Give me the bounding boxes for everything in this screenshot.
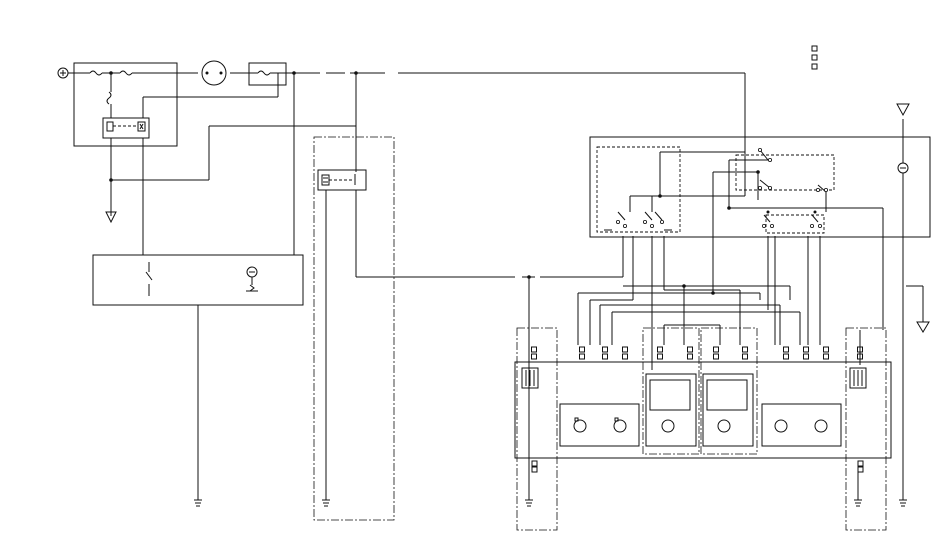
- connector-pin: [531, 353, 537, 360]
- connector-pin: [823, 346, 829, 353]
- connector-pin: [713, 353, 719, 360]
- connector-pin: [742, 353, 748, 360]
- connector-pin: [783, 353, 789, 360]
- connector-pin: [713, 346, 719, 353]
- connector-pin: [823, 353, 829, 360]
- connector-pin: [687, 353, 693, 360]
- indicator-lamp: [201, 60, 227, 86]
- ground-arrow-left: [105, 211, 117, 224]
- control-module: [92, 254, 304, 507]
- connector-pin: [622, 346, 628, 353]
- ground-arrows-right: [896, 103, 930, 333]
- legend-squares: [811, 45, 818, 70]
- connector-pin: [622, 353, 628, 360]
- connector-pin: [687, 346, 693, 353]
- connector-pin: [857, 346, 863, 353]
- relay-module: [313, 136, 623, 521]
- connector-pin: [602, 346, 608, 353]
- battery-terminal: [57, 67, 69, 79]
- connector-pin: [657, 353, 663, 360]
- connector-pins: [531, 346, 863, 360]
- connector-pin: [783, 346, 789, 353]
- connector-pin: [742, 346, 748, 353]
- connector-pin: [803, 346, 809, 353]
- harness-wires: [577, 208, 884, 370]
- connector-pin: [531, 346, 537, 353]
- connector-pin: [579, 353, 585, 360]
- connector-pin: [579, 346, 585, 353]
- mirror-motor-assembly: [514, 327, 907, 531]
- connector-pin: [857, 353, 863, 360]
- connector-pin: [657, 346, 663, 353]
- connector-pin: [602, 353, 608, 360]
- fuse-block-2: [248, 62, 358, 255]
- main-supply-wire: [68, 70, 746, 148]
- fuse-relay-box: [73, 62, 356, 255]
- switch-control-unit: [589, 119, 931, 500]
- connector-pin: [803, 353, 809, 360]
